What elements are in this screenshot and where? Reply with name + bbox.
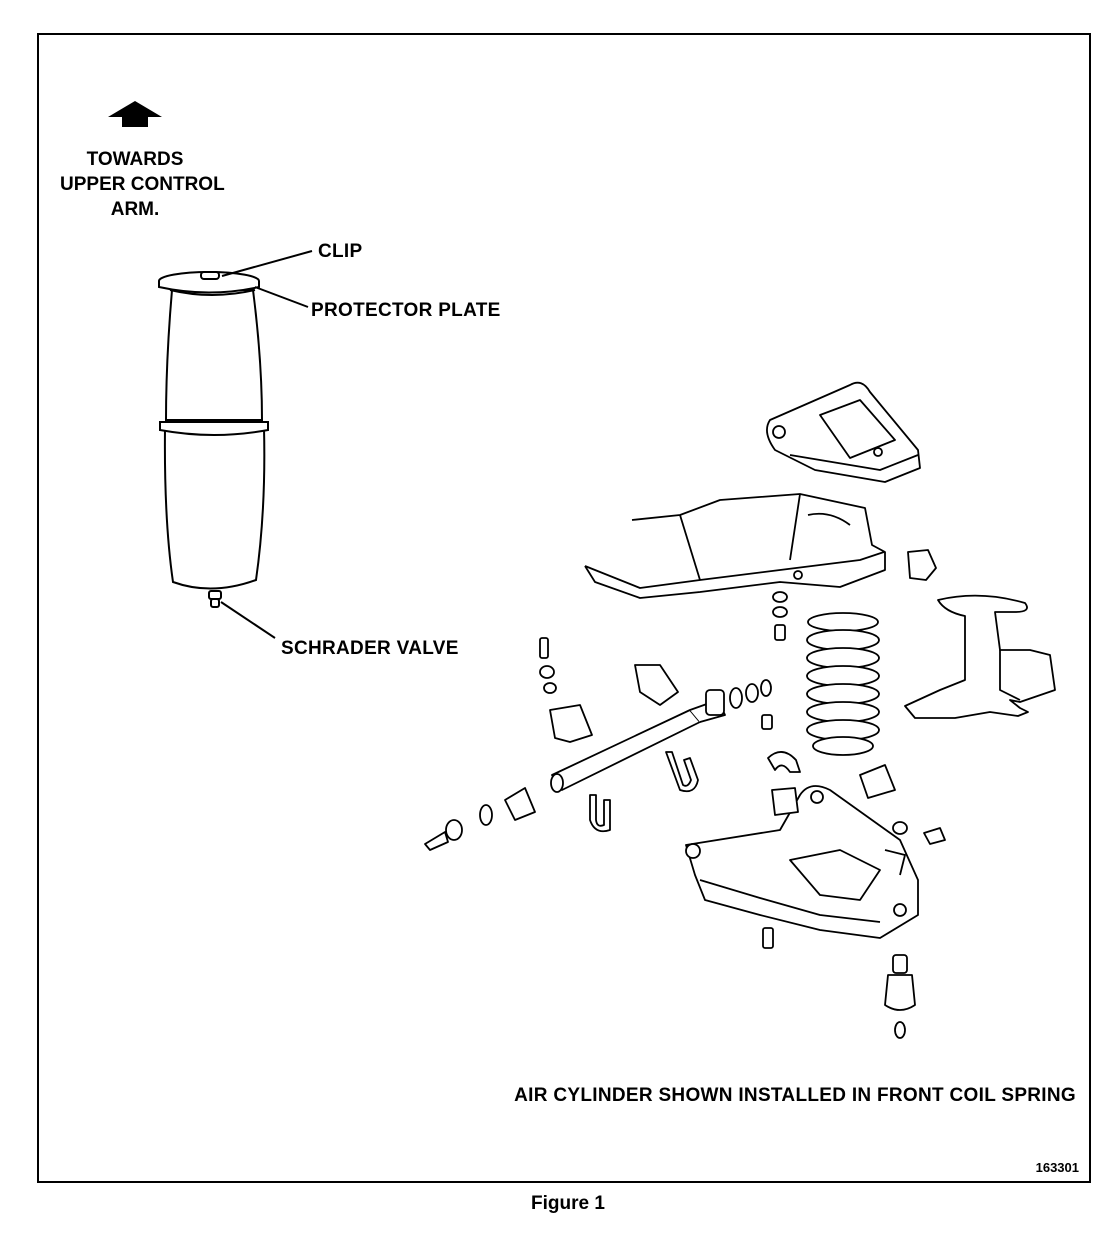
upper-control-arm <box>766 381 921 483</box>
direction-note-line: UPPER CONTROL <box>60 174 225 195</box>
bracket <box>634 664 679 706</box>
ball-joint <box>884 954 916 1039</box>
bolt-clip-group <box>539 637 557 694</box>
air-cylinder <box>158 271 269 608</box>
bolt <box>762 927 774 949</box>
figure-caption: AIR CYLINDER SHOWN INSTALLED IN FRONT CO… <box>514 1085 1076 1106</box>
cotter-key <box>923 827 946 845</box>
suspension-assembly <box>424 381 1056 1039</box>
leader-lines <box>220 250 313 639</box>
bumper-pad <box>859 764 896 799</box>
steering-knuckle <box>904 594 1056 719</box>
up-arrow-icon <box>108 101 162 127</box>
hardware-column <box>761 591 788 730</box>
bushing-small <box>892 821 908 835</box>
u-bolt <box>665 751 699 793</box>
direction-note: TOWARDS UPPER CONTROL ARM. <box>60 147 225 222</box>
label-clip: CLIP <box>318 241 363 262</box>
label-protector-plate: PROTECTOR PLATE <box>311 300 501 321</box>
figure-number: 163301 <box>1035 1160 1079 1175</box>
lower-control-arm <box>685 785 919 939</box>
figure-frame <box>37 33 1091 1183</box>
coil-spring <box>806 612 880 756</box>
direction-note-line: ARM. <box>110 199 160 220</box>
figure-title: Figure 1 <box>531 1193 605 1214</box>
frame-rail <box>584 493 886 599</box>
bushing <box>771 787 799 816</box>
bushing-stack <box>424 787 536 851</box>
cross-shaft <box>550 679 772 793</box>
bracket <box>549 704 593 743</box>
strap <box>767 751 801 773</box>
label-schrader-valve: SCHRADER VALVE <box>281 638 459 659</box>
bumper <box>907 549 937 581</box>
u-bolt <box>589 794 611 833</box>
direction-note-line: TOWARDS <box>86 149 184 170</box>
